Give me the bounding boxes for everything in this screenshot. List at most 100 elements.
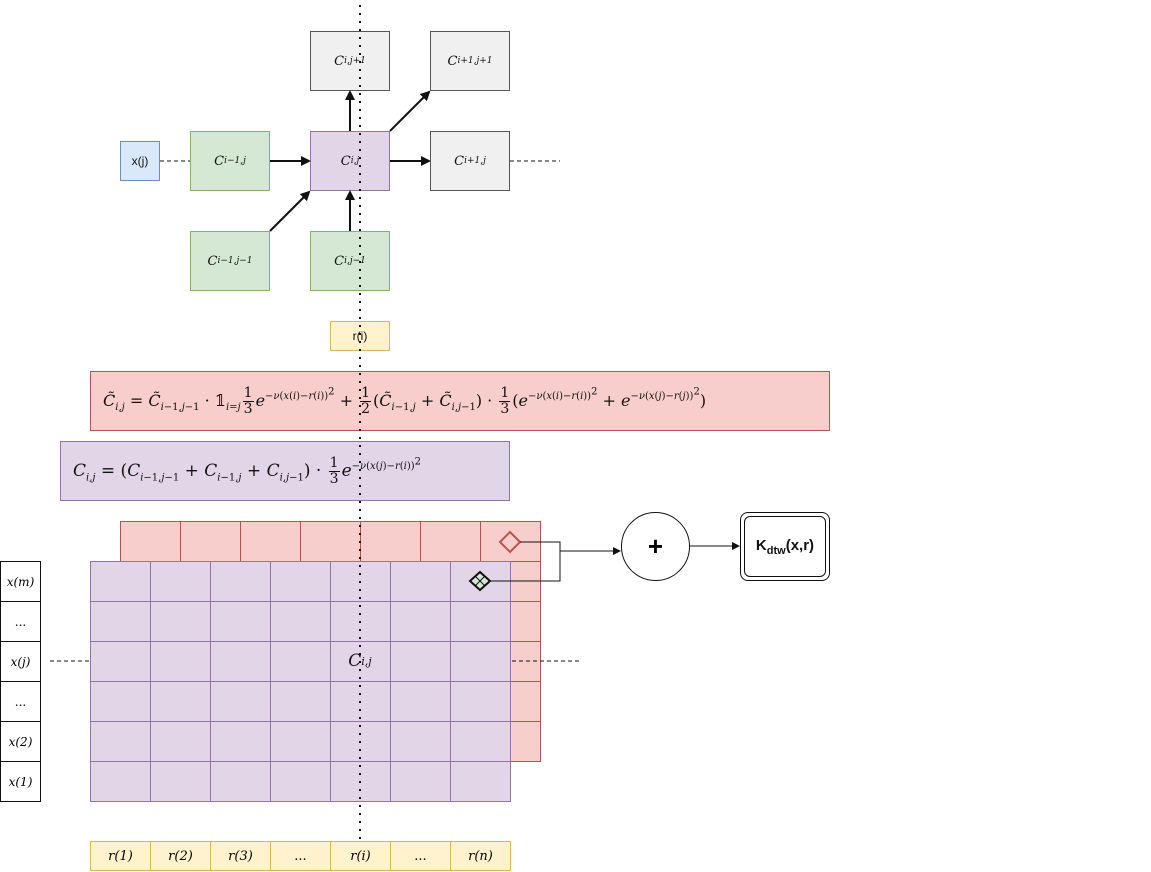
matrix-cell — [450, 681, 511, 722]
matrix-cell — [150, 681, 211, 722]
output-inner-border — [744, 516, 826, 577]
node-x-j: x(j) — [120, 141, 160, 181]
column-label: r(i) — [330, 841, 391, 871]
matrix-cell — [210, 561, 271, 602]
node-x-j-label: x(j) — [131, 154, 149, 168]
matrix-cell — [390, 641, 451, 682]
soft-matrix-cell — [300, 521, 361, 562]
sum-node: + — [621, 512, 690, 581]
matrix-cell — [330, 761, 391, 802]
soft-matrix-cell — [240, 521, 301, 562]
matrix-cell — [450, 561, 511, 602]
row-label: x(m) — [0, 561, 41, 602]
matrix-cell — [150, 601, 211, 642]
matrix-cell — [270, 681, 331, 722]
soft-matrix-cell — [120, 521, 181, 562]
matrix-cell — [210, 721, 271, 762]
matrix-cell — [90, 681, 151, 722]
matrix-cell — [390, 601, 451, 642]
node-sub: i,j — [350, 156, 360, 166]
node-sub: i,j+1 — [344, 56, 366, 66]
node-r-i-label: r(i) — [352, 329, 368, 343]
matrix-cell — [390, 561, 451, 602]
matrix-cell — [330, 601, 391, 642]
soft-matrix-cell — [420, 521, 481, 562]
arrow-center-to-diag — [389, 90, 431, 132]
node-sub: i−1,j — [224, 156, 246, 166]
node-sub: i+1,j — [464, 156, 486, 166]
node-sub: i−1,j−1 — [217, 256, 253, 266]
matrix-cell — [390, 721, 451, 762]
arrow-diag-to-center — [269, 190, 311, 232]
matrix-cell — [210, 601, 271, 642]
sum-node-label: + — [647, 531, 664, 561]
node-base: C — [340, 153, 351, 169]
column-label: r(1) — [90, 841, 151, 871]
column-label: ... — [270, 841, 331, 871]
column-label: r(n) — [450, 841, 511, 871]
matrix-cell — [270, 761, 331, 802]
matrix-cell — [150, 561, 211, 602]
column-label: r(2) — [150, 841, 211, 871]
matrix-cell — [90, 761, 151, 802]
center-label-base: C — [348, 651, 362, 671]
node-base: C — [334, 53, 345, 69]
column-label: ... — [390, 841, 451, 871]
row-label: x(j) — [0, 641, 41, 682]
row-label: ... — [0, 681, 41, 722]
matrix-cell — [270, 601, 331, 642]
matrix-cell — [90, 721, 151, 762]
soft-matrix-cell — [480, 521, 541, 562]
node-base: C — [454, 153, 465, 169]
matrix-cell — [210, 641, 271, 682]
matrix-cell — [450, 761, 511, 802]
matrix-cell — [270, 721, 331, 762]
column-label: r(3) — [210, 841, 271, 871]
matrix-cell — [90, 601, 151, 642]
matrix-cell — [390, 681, 451, 722]
output-sub: dtw — [766, 544, 786, 557]
node-r-i: r(i) — [330, 321, 390, 351]
node-base: C — [334, 253, 345, 269]
center-label-sub: i,j — [361, 654, 372, 668]
row-label: x(2) — [0, 721, 41, 762]
soft-matrix-cell — [360, 521, 421, 562]
matrix-cell — [90, 641, 151, 682]
row-label: ... — [0, 601, 41, 642]
output-base: K — [755, 536, 767, 554]
soft-matrix-cell — [180, 521, 241, 562]
output-args: (x,r) — [785, 536, 815, 554]
matrix-cell — [150, 721, 211, 762]
matrix-cell — [330, 721, 391, 762]
matrix-cell — [270, 641, 331, 682]
matrix-cell — [210, 761, 271, 802]
matrix-cell — [450, 601, 511, 642]
node-base: C — [207, 253, 218, 269]
matrix-cell — [390, 761, 451, 802]
matrix-cell — [150, 641, 211, 682]
matrix-cell — [450, 721, 511, 762]
node-base: C — [447, 53, 458, 69]
output-kdtw: Kdtw(x,r) — [740, 512, 830, 581]
matrix-cell — [450, 641, 511, 682]
node-base: C — [214, 153, 225, 169]
matrix-cell — [330, 681, 391, 722]
node-sub: i,j−1 — [344, 256, 366, 266]
row-label: x(1) — [0, 761, 41, 802]
node-sub: i+1,j+1 — [457, 56, 493, 66]
matrix-cell — [270, 561, 331, 602]
matrix-cell — [150, 761, 211, 802]
matrix-cell — [90, 561, 151, 602]
